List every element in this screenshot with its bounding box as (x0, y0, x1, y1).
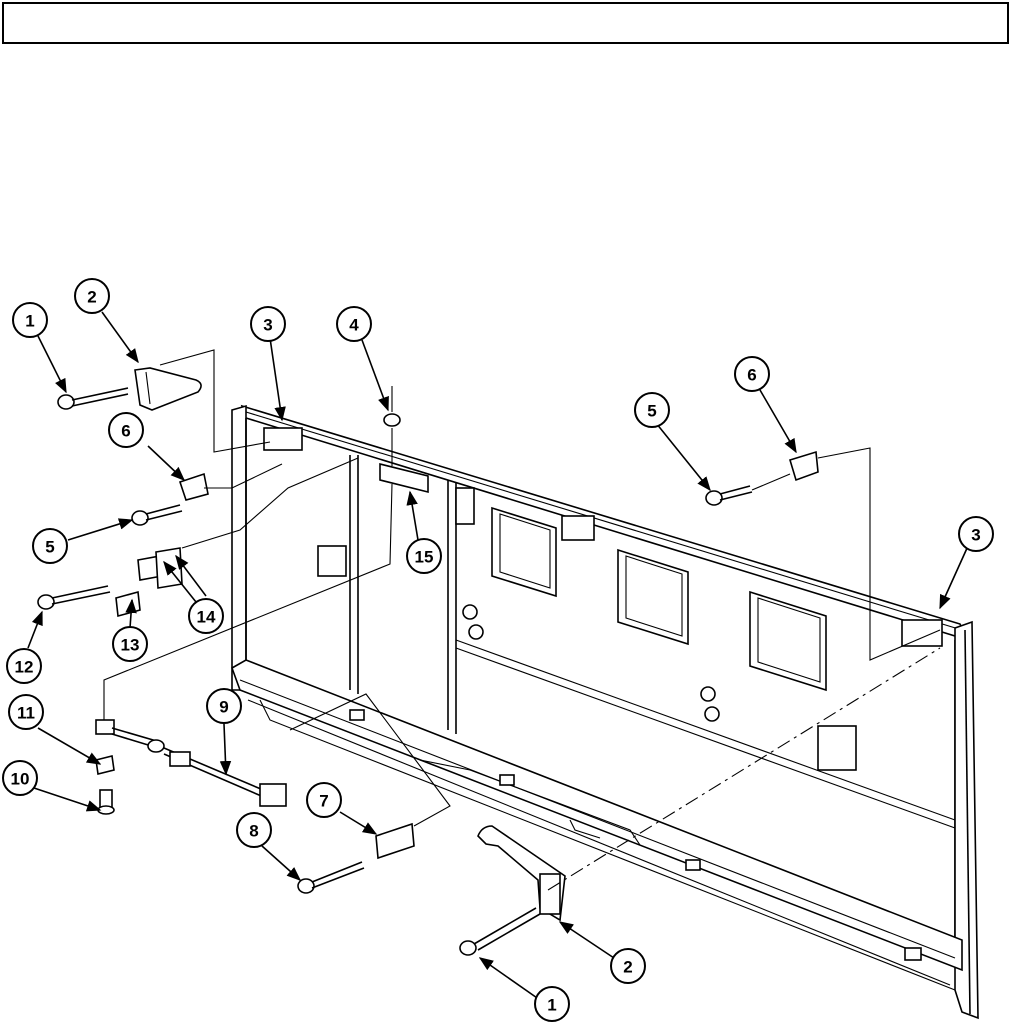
svg-text:3: 3 (971, 526, 980, 545)
plate-7 (376, 824, 414, 858)
callout-7: 7 (307, 783, 341, 817)
callout-12: 12 (7, 649, 41, 683)
callout-10: 10 (3, 761, 37, 795)
screw-12 (38, 586, 110, 609)
callout-5-right: 5 (635, 393, 669, 427)
screw-5-right (706, 486, 752, 505)
screw-upper-left (58, 388, 128, 409)
svg-text:3: 3 (263, 316, 272, 335)
callout-1-upper: 1 (13, 303, 47, 337)
screw-lower-right (460, 908, 540, 955)
callout-15: 15 (407, 539, 441, 573)
hook-catch-upper (135, 368, 201, 410)
callout-3-right: 3 (959, 517, 993, 551)
svg-text:11: 11 (17, 704, 35, 723)
callout-13: 13 (113, 627, 147, 661)
screw-5-left (132, 505, 182, 525)
svg-text:5: 5 (45, 538, 54, 557)
svg-text:5: 5 (647, 402, 656, 421)
svg-text:2: 2 (87, 288, 96, 307)
callout-3-left: 3 (251, 307, 285, 341)
screw-8 (298, 862, 364, 893)
svg-text:1: 1 (25, 312, 34, 331)
svg-text:15: 15 (415, 548, 434, 567)
nut-11 (96, 756, 114, 774)
callout-14: 14 (189, 599, 223, 633)
svg-text:8: 8 (249, 822, 258, 841)
svg-text:2: 2 (623, 958, 632, 977)
svg-text:7: 7 (319, 792, 328, 811)
callout-1-lower: 1 (535, 987, 569, 1021)
callout-11: 11 (9, 695, 43, 729)
callout-4: 4 (337, 307, 371, 341)
svg-text:9: 9 (219, 698, 228, 717)
callout-2-upper: 2 (75, 279, 109, 313)
svg-text:6: 6 (121, 422, 130, 441)
svg-text:12: 12 (15, 658, 34, 677)
bolt-10 (98, 790, 114, 814)
svg-text:1: 1 (547, 996, 556, 1015)
svg-text:10: 10 (11, 770, 30, 789)
bracket-6-left (180, 474, 208, 500)
svg-text:4: 4 (349, 316, 359, 335)
plate-13 (116, 592, 140, 616)
callout-6-left: 6 (109, 413, 143, 447)
callout-9: 9 (207, 689, 241, 723)
callout-2-lower: 2 (611, 949, 645, 983)
callout-5-left: 5 (33, 529, 67, 563)
svg-text:14: 14 (197, 608, 216, 627)
callout-6-right: 6 (735, 357, 769, 391)
bracket-6-right (790, 452, 818, 480)
svg-text:13: 13 (121, 636, 140, 655)
svg-text:6: 6 (747, 366, 756, 385)
tailgate-panel (232, 406, 978, 1018)
washer-4 (384, 414, 400, 426)
callout-8: 8 (237, 813, 271, 847)
rod-9 (96, 720, 286, 806)
